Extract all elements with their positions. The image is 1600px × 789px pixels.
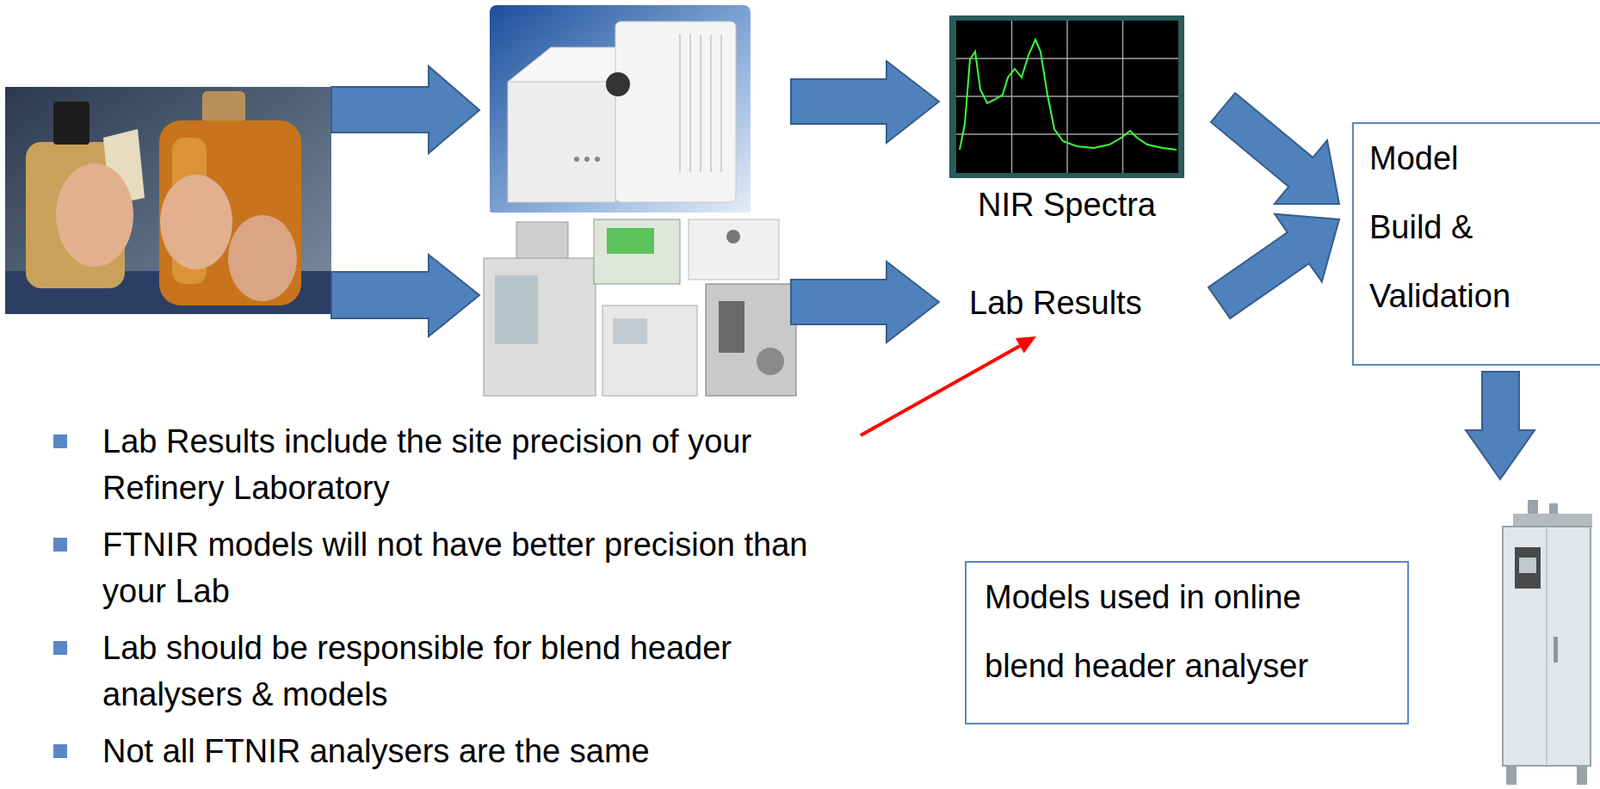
hand — [55, 163, 134, 267]
cabinet-leg — [1576, 766, 1588, 785]
leader-line — [860, 345, 1020, 436]
cabinet-roof — [1513, 513, 1593, 528]
sample-port — [605, 72, 631, 97]
plot-area — [956, 20, 1179, 173]
block-arrow — [790, 261, 939, 343]
spectrum-line — [959, 39, 1177, 150]
hand — [160, 174, 233, 270]
cabinet-leg — [1506, 766, 1517, 785]
analyser-cabinet — [1502, 500, 1593, 785]
bullet-text: FTNIR models will not have better precis… — [102, 521, 843, 615]
node-label: NIR Spectra — [949, 185, 1185, 224]
analyser-body — [507, 81, 616, 203]
instrument — [593, 219, 680, 285]
bullet-item: Lab should be responsible for blend head… — [53, 624, 843, 718]
engine-part — [718, 301, 745, 353]
bottle-cap — [53, 101, 90, 145]
bullet-item: FTNIR models will not have better precis… — [53, 521, 843, 615]
bullet-square — [53, 537, 68, 552]
bullet-item: Not all FTNIR analysers are the same — [53, 728, 843, 775]
test-engine — [705, 284, 797, 396]
spectra-panel: NIR Spectra — [949, 15, 1185, 224]
cabinet-panel — [1514, 547, 1541, 589]
vent — [699, 34, 702, 173]
block-arrow — [331, 66, 480, 154]
instrument — [483, 258, 596, 396]
plot-frame — [949, 15, 1185, 179]
vent — [689, 34, 692, 173]
cabinet-window — [1519, 557, 1537, 574]
instrument — [688, 219, 779, 280]
cabinet-door-line — [1545, 528, 1548, 765]
indicator — [574, 156, 580, 162]
bullet-item: Lab Results include the site precision o… — [53, 418, 843, 512]
picture-ground — [489, 5, 751, 217]
note-box: Models used in online blend header analy… — [964, 561, 1409, 725]
cabinet-handle — [1553, 636, 1558, 663]
vents — [679, 34, 722, 173]
vent — [679, 34, 681, 173]
leader-arrow — [860, 336, 1037, 436]
node-label: Models used in online blend header analy… — [984, 562, 1364, 701]
bullet-square — [53, 434, 68, 449]
instrument-window — [494, 275, 538, 345]
plot-grid — [956, 20, 1179, 173]
engine-wheel — [756, 347, 785, 376]
block-arrow — [331, 254, 480, 337]
indicator — [584, 156, 590, 162]
instrument-top — [516, 222, 569, 261]
process-box: Model Build & Validation — [1352, 122, 1600, 366]
bullet-text: Lab Results include the site precision o… — [102, 418, 843, 512]
block-arrow — [790, 61, 939, 143]
bullet-text: Lab should be responsible for blend head… — [102, 624, 843, 718]
instrument-knob — [726, 229, 741, 244]
bullet-list: Lab Results include the site precision o… — [53, 418, 843, 785]
node-label: Model Build & Validation — [1369, 123, 1529, 331]
block-arrow — [1208, 214, 1340, 319]
grid-line — [956, 57, 1179, 60]
analyser-top — [507, 47, 620, 82]
spectrum-plot — [949, 15, 1185, 179]
bullet-square — [53, 641, 68, 655]
bullet-text: Not all FTNIR analysers are the same — [102, 728, 843, 775]
indicator — [594, 156, 600, 162]
lab-instruments — [479, 212, 802, 403]
vent — [720, 34, 723, 173]
result-label-node: Lab Results — [969, 284, 1143, 322]
vent — [710, 34, 712, 173]
instrument-display — [606, 228, 655, 254]
photo-ground — [5, 86, 332, 315]
cabinet-body — [1502, 526, 1591, 767]
large-bottle — [159, 120, 302, 306]
leader-head — [1015, 336, 1037, 354]
block-arrow — [1210, 92, 1340, 204]
analyser-picture — [489, 5, 751, 217]
grid-line — [956, 133, 1179, 136]
block-arrow — [1465, 371, 1535, 480]
chromatograph — [602, 305, 698, 396]
sample-photo — [5, 86, 332, 315]
picture-ground — [479, 212, 802, 403]
node-label: Lab Results — [969, 284, 1143, 322]
hand — [228, 215, 297, 302]
bullet-square — [53, 744, 68, 759]
chromatograph-panel — [612, 318, 648, 345]
analyser-tower — [615, 21, 736, 203]
grid-line — [956, 95, 1179, 98]
